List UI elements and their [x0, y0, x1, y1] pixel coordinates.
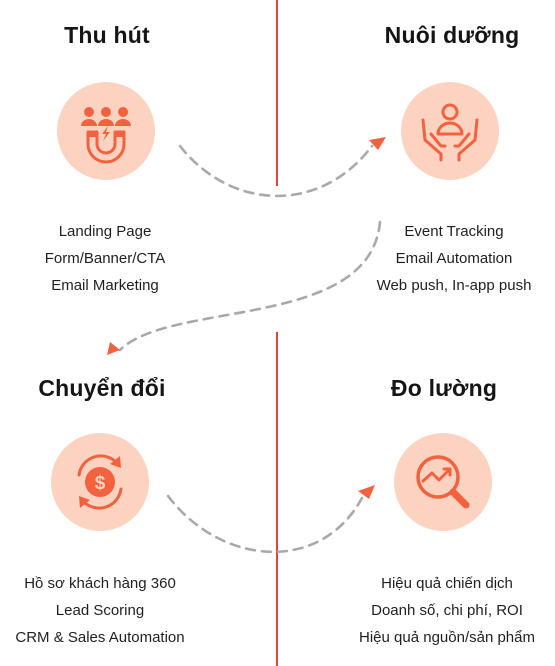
- arrowhead-nurture: [369, 137, 386, 150]
- list-item: Landing Page: [58, 223, 152, 240]
- stage-title-measure: Đo lường: [390, 375, 498, 401]
- connector-convert-to-measure: [166, 494, 364, 554]
- stage-items-convert: Hồ sơ khách hàng 360 Lead Scoring CRM & …: [0, 570, 230, 651]
- svg-text:$: $: [95, 473, 106, 494]
- trend-magnifier-icon: [416, 455, 470, 509]
- list-item: Doanh số, chi phí, ROI: [371, 602, 523, 619]
- audience-magnet-icon: [81, 107, 131, 164]
- stage-items-attract: Landing Page Form/Banner/CTA Email Marke…: [0, 218, 235, 299]
- list-item: Event Tracking: [404, 223, 504, 240]
- list-item: Email Automation: [395, 250, 513, 267]
- stage-icon-circle-convert: $: [51, 433, 149, 531]
- stage-title-nurture: Nuôi dưỡng: [384, 22, 520, 48]
- dollar-cycle-icon: $: [77, 454, 123, 510]
- stage-items-measure: Hiệu quả chiến dịch Doanh số, chi phí, R…: [317, 570, 555, 651]
- connector-attract-to-nurture: [178, 144, 374, 198]
- stage-title-attract: Thu hút: [64, 22, 150, 48]
- stage-items-nurture: Event Tracking Email Automation Web push…: [324, 218, 555, 299]
- list-item: Hiệu quả chiến dịch: [381, 575, 513, 592]
- arrowhead-convert: [107, 342, 120, 355]
- list-item: Email Marketing: [51, 277, 159, 294]
- list-item: Hiệu quả nguồn/sản phẩm: [359, 629, 535, 646]
- hands-nurture-person-icon: [421, 103, 479, 162]
- center-divider-top: [276, 0, 278, 186]
- arrowhead-measure: [358, 485, 375, 499]
- list-item: Form/Banner/CTA: [44, 250, 166, 267]
- stage-icon-circle-measure: [394, 433, 492, 531]
- stage-icon-circle-nurture: [401, 82, 499, 180]
- list-item: Lead Scoring: [55, 602, 145, 619]
- stage-title-convert: Chuyển đổi: [38, 375, 166, 401]
- list-item: Web push, In-app push: [376, 277, 532, 294]
- stage-icon-circle-attract: [57, 82, 155, 180]
- list-item: Hồ sơ khách hàng 360: [24, 575, 176, 592]
- center-divider-bottom: [276, 332, 278, 666]
- connector-nurture-to-convert: [118, 220, 382, 352]
- list-item: CRM & Sales Automation: [15, 629, 185, 646]
